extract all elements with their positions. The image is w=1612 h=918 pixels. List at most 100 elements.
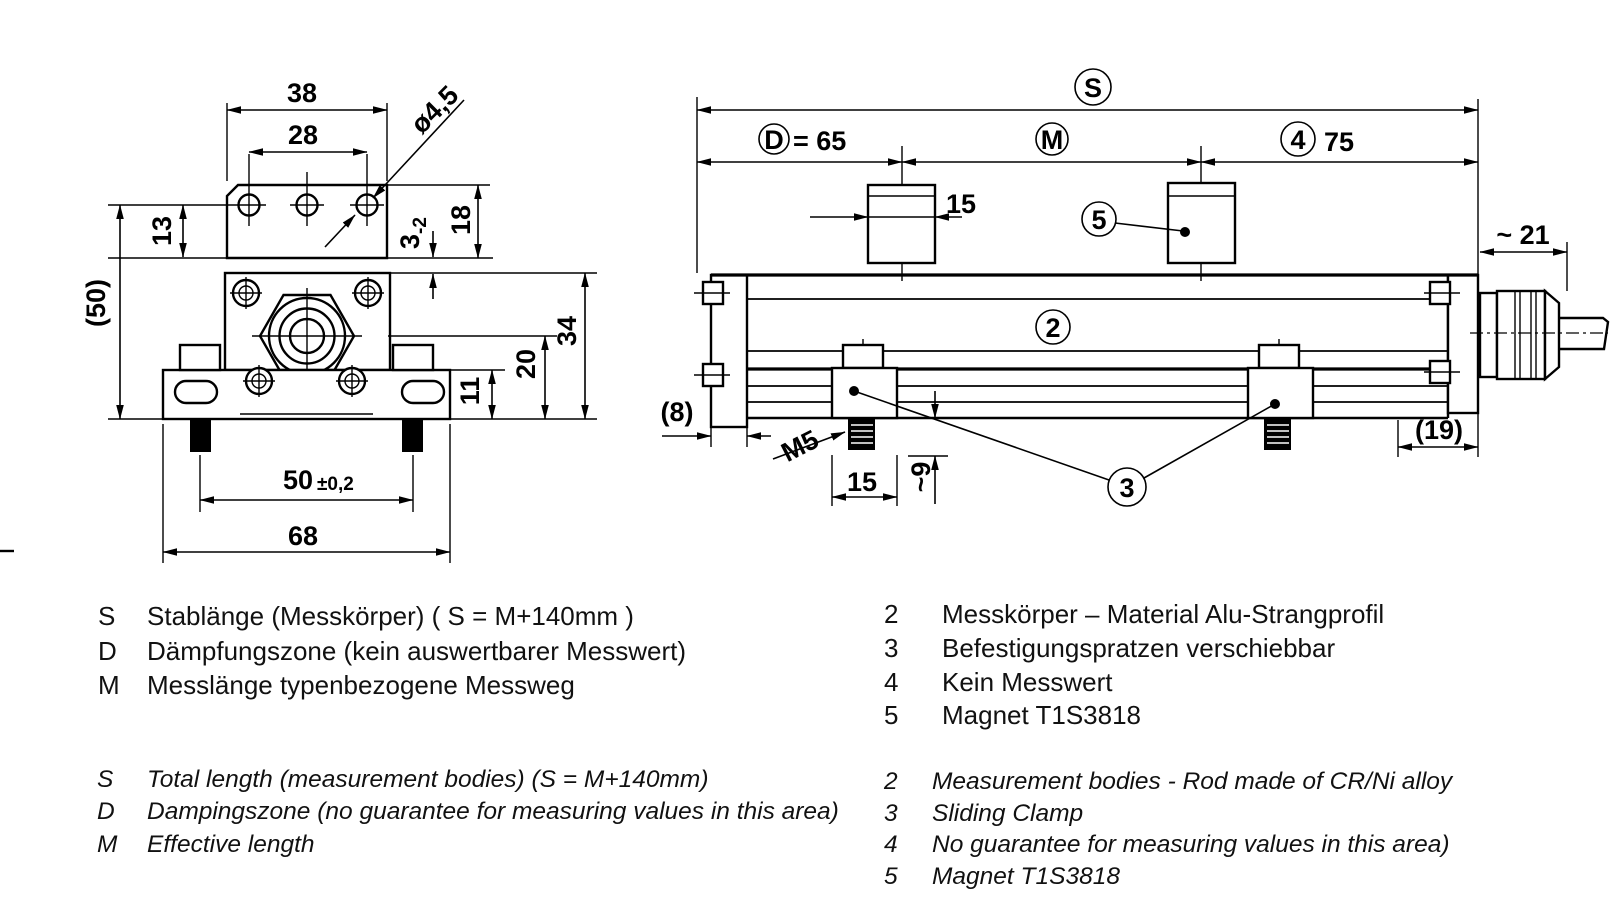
clamp-bolt-head (841, 343, 885, 370)
dim-50-ref: (50) (81, 279, 111, 327)
legend-key: M (97, 830, 118, 858)
screw (352, 277, 384, 309)
side-view: S D = 65 M 4 75 15 5 2 3 ~ 21 (661, 68, 1610, 507)
legend-key: D (98, 635, 117, 666)
label-circle-s (1074, 68, 1112, 106)
legend-text: Effective length (147, 830, 315, 858)
legend-key: 5 (884, 700, 899, 731)
label-circle-d (758, 123, 790, 155)
rod-bore (288, 317, 326, 355)
legend-german-right: 2 Messkörper – Material Alu-Strangprofil… (884, 599, 1384, 734)
legend-text: Kein Messwert (942, 666, 1113, 697)
legend-row: M Messlänge typenbezogene Messweg (98, 670, 686, 705)
dim-68: 68 (288, 521, 318, 551)
magnet-1 (866, 183, 937, 265)
legend-text: No guarantee for measuring values in thi… (932, 831, 1450, 859)
legend-text: Measurement bodies - Rod made of CR/Ni a… (932, 768, 1453, 795)
bolt-head (391, 343, 435, 372)
label-circle-3 (1107, 467, 1147, 507)
legend-row: D Dampingszone (no guarantee for measuri… (97, 798, 839, 830)
dim-20: 20 (511, 349, 541, 379)
legend-text: Magnet T1S3818 (942, 700, 1141, 731)
dim-34: 34 (552, 316, 582, 346)
dim-28: 28 (288, 120, 318, 150)
label-2: 2 (1045, 313, 1060, 343)
label-5: 5 (1091, 205, 1106, 235)
dim-50: 50 (283, 465, 313, 495)
slot-hole (173, 379, 219, 405)
legend-text: Messkörper – Material Alu-Strangprofil (942, 599, 1385, 629)
dim-11: 11 (455, 377, 485, 406)
dim-13: 13 (147, 216, 177, 246)
thread-label: M5 (776, 424, 823, 468)
label-circle-4 (1280, 121, 1316, 157)
screw (336, 365, 368, 397)
cable-gland (1495, 289, 1547, 381)
label-4: 4 (1290, 125, 1305, 155)
dim-38: 38 (287, 78, 317, 108)
legend-row: D Dämpfungszone (kein auswertbarer Messw… (98, 636, 686, 671)
dim-3: 3 (395, 234, 425, 249)
legend-key: M (98, 670, 120, 700)
label-s: S (1084, 73, 1102, 103)
dim-18: 18 (446, 205, 476, 235)
bolt-stud (190, 419, 211, 452)
svg-text:3-2: 3-2 (395, 217, 431, 249)
legend-key: 5 (884, 862, 898, 890)
legend-row: S Total length (measurement bodies) (S =… (97, 766, 839, 798)
legend-row: 4 No guarantee for measuring values in t… (884, 831, 1452, 863)
dim-19: (19) (1415, 415, 1463, 445)
dim-hole-dia: ø4,5 (405, 80, 464, 139)
bracket-hole (355, 193, 379, 217)
clamp-stud (848, 418, 875, 450)
cable (1559, 316, 1610, 351)
legend-key: 4 (884, 666, 899, 697)
drawing-canvas: 38 28 ø4,5 13 (50) 3-2 18 34 20 11 50 ±0… (0, 68, 1610, 563)
dim-75: 75 (1324, 127, 1354, 157)
mounting-bracket (225, 183, 389, 260)
end-plate-right (1446, 273, 1480, 415)
label-circle-2 (1035, 309, 1071, 345)
legend-row: 4 Kein Messwert (884, 667, 1384, 701)
label-circle-5 (1081, 201, 1117, 237)
legend-row: 5 Magnet T1S3818 (884, 700, 1384, 734)
slot-hole (400, 379, 446, 405)
bracket-hole (237, 193, 261, 217)
legend-text: Sliding Clamp (932, 799, 1084, 827)
legend-text: Dämpfungszone (kein auswertbarer Messwer… (147, 635, 686, 666)
legend-key: S (97, 766, 114, 793)
legend-key: 3 (884, 632, 899, 663)
legend-text: Stablänge (Messkörper) ( S = M+140mm ) (147, 601, 634, 631)
dim-8: (8) (661, 397, 694, 427)
legend-row: S Stablänge (Messkörper) ( S = M+140mm ) (98, 601, 686, 636)
legend-key: 3 (884, 799, 898, 827)
label-circle-m (1035, 122, 1069, 156)
legend-row: 3 Befestigungspratzen verschiebbar (884, 633, 1384, 667)
clamp-stud (1264, 418, 1291, 450)
dim-15-magnet: 15 (946, 189, 976, 219)
legend-row: M Effective length (97, 831, 839, 863)
legend-key: 2 (884, 768, 898, 795)
legend-text: Dampingszone (no guarantee for measuring… (147, 798, 839, 826)
front-view: 38 28 ø4,5 13 (50) 3-2 18 34 20 11 50 ±0… (81, 78, 597, 563)
clamp-bolt-head (1257, 343, 1301, 370)
legend-text: Messlänge typenbezogene Messweg (147, 670, 575, 700)
magnet-2 (1166, 181, 1237, 265)
bolt-stud (402, 419, 423, 452)
dim-15-clamp: 15 (847, 467, 877, 497)
label-d: D (764, 125, 784, 155)
dim-21: ~ 21 (1496, 220, 1549, 250)
legend-key: S (98, 601, 116, 631)
legend-text: Total length (measurement bodies) (S = M… (147, 766, 709, 793)
label-m: M (1041, 125, 1064, 155)
screw (230, 277, 262, 309)
legend-key: 2 (884, 599, 899, 629)
sliding-clamp-1 (830, 366, 899, 420)
dim-9: ~9 (906, 462, 936, 493)
legend-text: Befestigungspratzen verschiebbar (942, 632, 1336, 663)
bolt-head (178, 343, 222, 372)
legend-row: 2 Messkörper – Material Alu-Strangprofil (884, 599, 1384, 633)
legend-row: 3 Sliding Clamp (884, 800, 1452, 832)
legend-english-right: 2 Measurement bodies - Rod made of CR/Ni… (884, 768, 1452, 894)
